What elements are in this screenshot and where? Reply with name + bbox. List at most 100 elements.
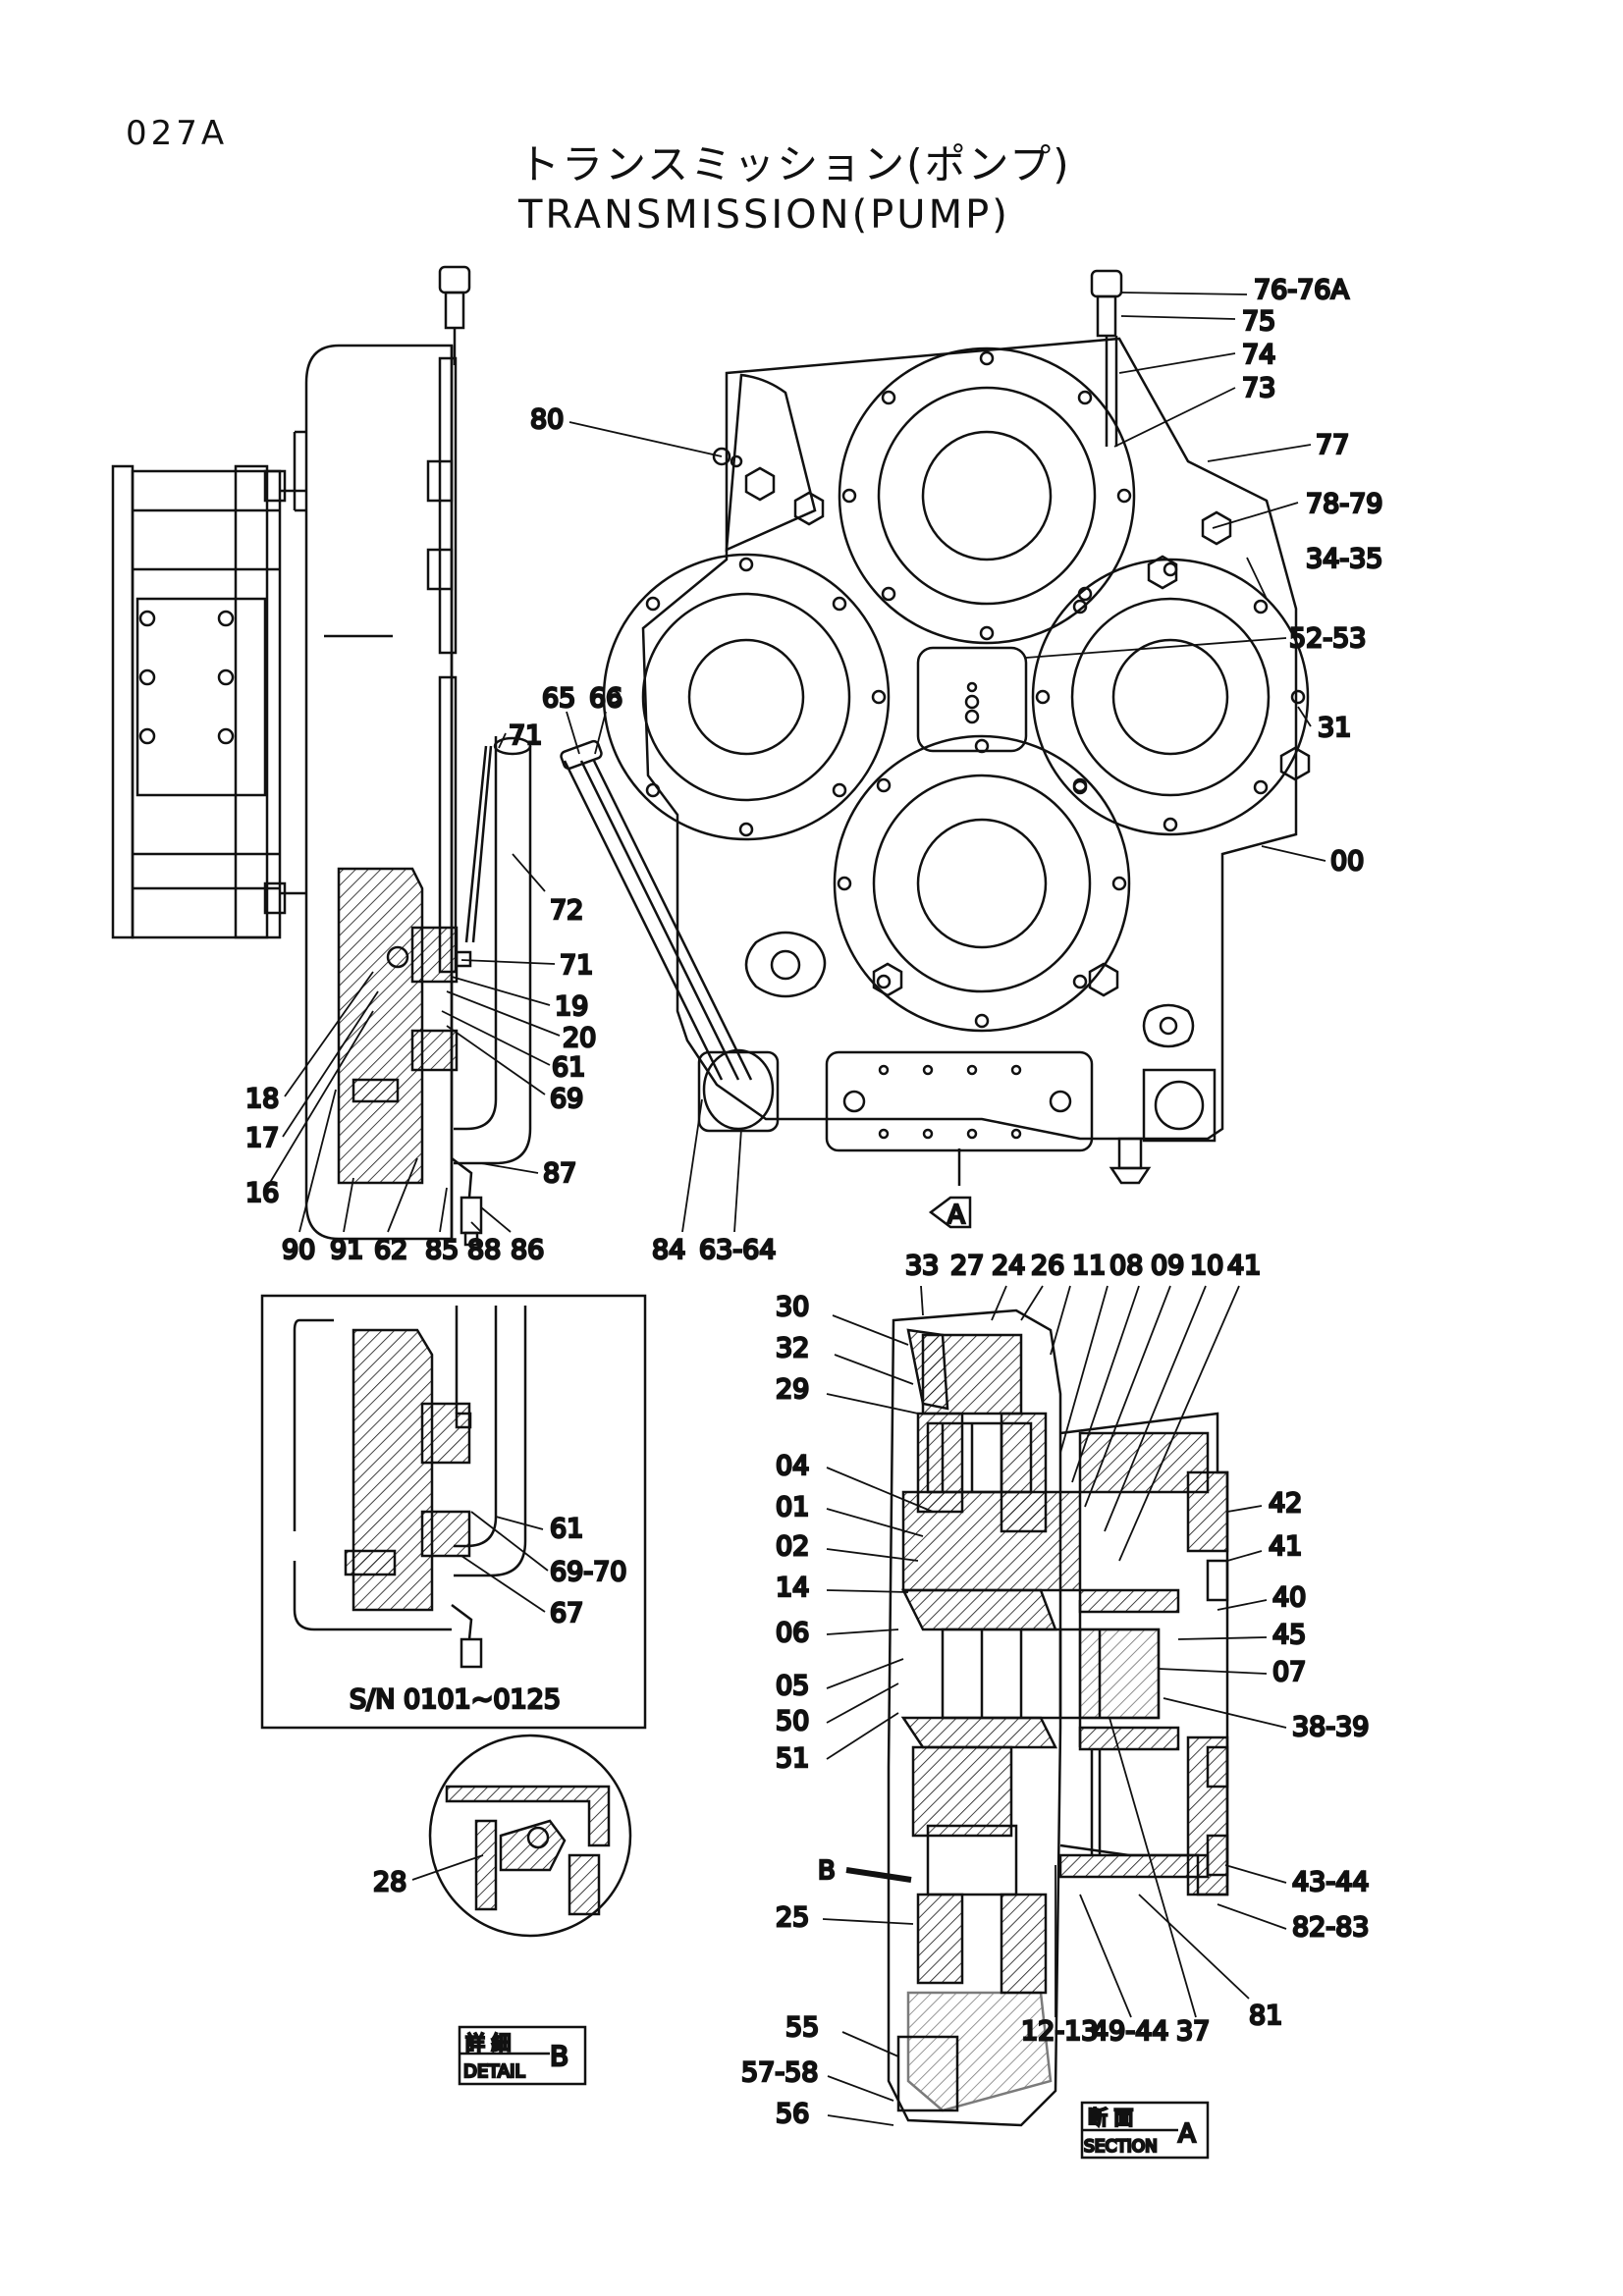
callout-43-44: 43-44 [1292,1867,1369,1897]
callout-30: 30 [776,1292,809,1322]
callout-32: 32 [776,1333,809,1363]
callout-74: 74 [1242,340,1275,370]
callout-04: 04 [776,1451,809,1481]
callout-55: 55 [785,2012,819,2043]
section-a-label: 断 面 SECTION A [1080,2101,1210,2160]
callout-84: 84 [652,1235,685,1265]
serial-number-note: S/N 0101~0125 [350,1684,561,1715]
detail-jp-text: 詳 細 [465,2031,511,2055]
callout-08: 08 [1109,1251,1143,1281]
callout-38-39: 38-39 [1292,1712,1369,1742]
callout-56: 56 [776,2099,809,2129]
serial-inset-drawing [293,1306,527,1669]
section-a-drawing [887,1308,1229,2127]
callout-50: 50 [776,1706,809,1736]
callout-28: 28 [373,1867,406,1897]
callout-16: 16 [245,1178,279,1208]
callout-00: 00 [1330,846,1364,877]
callout-07: 07 [1272,1657,1306,1687]
callout-19: 19 [555,991,588,1022]
callout-labels: 76-76A 75 74 73 77 78-79 34-35 52-53 31 … [244,274,1384,2131]
callout-20: 20 [563,1023,596,1053]
callout-40: 40 [1272,1582,1306,1613]
callout-91: 91 [330,1235,363,1265]
detail-b-drawing [428,1734,632,1938]
callout-49-44: 49-44 [1092,2016,1168,2047]
callout-76-76a: 76-76A [1254,275,1349,305]
bolt-circle-top [841,350,1132,641]
callout-62: 62 [374,1235,407,1265]
callout-82-83: 82-83 [1292,1912,1369,1943]
callout-52-53: 52-53 [1289,623,1366,654]
callout-12-13: 12-13 [1021,2016,1098,2047]
callout-72: 72 [550,895,583,926]
detail-letter: B [550,2040,568,2072]
callout-18: 18 [245,1084,279,1114]
callout-10: 10 [1190,1251,1223,1281]
callout-09: 09 [1151,1251,1184,1281]
detail-b-label: 詳 細 DETAIL B [458,2025,587,2086]
callout-73: 73 [1242,373,1275,403]
inset-callout-67: 67 [550,1598,583,1629]
callout-87: 87 [543,1158,576,1189]
callout-33: 33 [905,1251,939,1281]
section-en-text: SECTION [1084,2137,1158,2157]
callout-24: 24 [992,1251,1025,1281]
callout-11: 11 [1072,1251,1106,1281]
bolt-circle-left [606,557,887,837]
side-view-drawing [111,265,532,1247]
callout-02: 02 [776,1531,809,1562]
leader-lines [264,292,1326,2126]
detail-b-marker: B [817,1855,912,1887]
callout-81: 81 [1249,2001,1282,2031]
callout-45: 45 [1272,1620,1306,1650]
callout-78-79: 78-79 [1306,489,1382,519]
callout-06: 06 [776,1618,809,1648]
callout-66: 66 [589,683,622,714]
callout-31: 31 [1318,713,1351,743]
view-arrow-letter: A [947,1201,965,1230]
detail-marker-letter: B [818,1856,836,1886]
callout-71: 71 [560,950,593,981]
callout-37: 37 [1176,2016,1210,2047]
callout-65: 65 [542,683,575,714]
callout-41: 41 [1269,1531,1302,1562]
callout-57-58: 57-58 [741,2057,818,2088]
callout-29: 29 [776,1374,809,1405]
callout-71-top: 71 [509,721,542,751]
callout-63-64: 63-64 [699,1235,776,1265]
detail-en-text: DETAIL [463,2061,524,2082]
view-arrow-a: A [928,1196,972,1231]
callout-26: 26 [1031,1251,1064,1281]
callout-34-35: 34-35 [1306,544,1382,574]
callout-27: 27 [950,1251,984,1281]
callout-25: 25 [776,1902,809,1933]
bolt-circle-bottom [837,738,1127,1029]
housing-front-view [560,269,1311,1186]
callout-01: 01 [776,1492,809,1522]
page-code: 027A [126,114,229,153]
callout-86: 86 [511,1235,544,1265]
callout-41-top: 41 [1227,1251,1261,1281]
inset-callout-61: 61 [550,1514,583,1544]
title-japanese: トランスミッション(ポンプ) [518,140,1071,188]
callout-88: 88 [467,1235,501,1265]
callout-51: 51 [776,1743,809,1774]
callout-14: 14 [776,1573,809,1603]
callout-69: 69 [550,1084,583,1114]
section-letter: A [1178,2119,1196,2149]
inset-callout-69-70: 69-70 [550,1557,626,1587]
serial-inset-frame [260,1294,647,1730]
callout-77: 77 [1316,430,1349,460]
callout-85: 85 [425,1235,459,1265]
callout-61: 61 [552,1052,585,1083]
title-english: TRANSMISSION(PUMP) [518,192,1010,238]
callout-80: 80 [530,404,564,435]
callout-75: 75 [1242,306,1275,337]
callout-17: 17 [245,1123,279,1153]
callout-90: 90 [282,1235,315,1265]
section-jp-text: 断 面 [1088,2106,1133,2129]
callout-42: 42 [1269,1488,1302,1519]
callout-05: 05 [776,1671,809,1701]
